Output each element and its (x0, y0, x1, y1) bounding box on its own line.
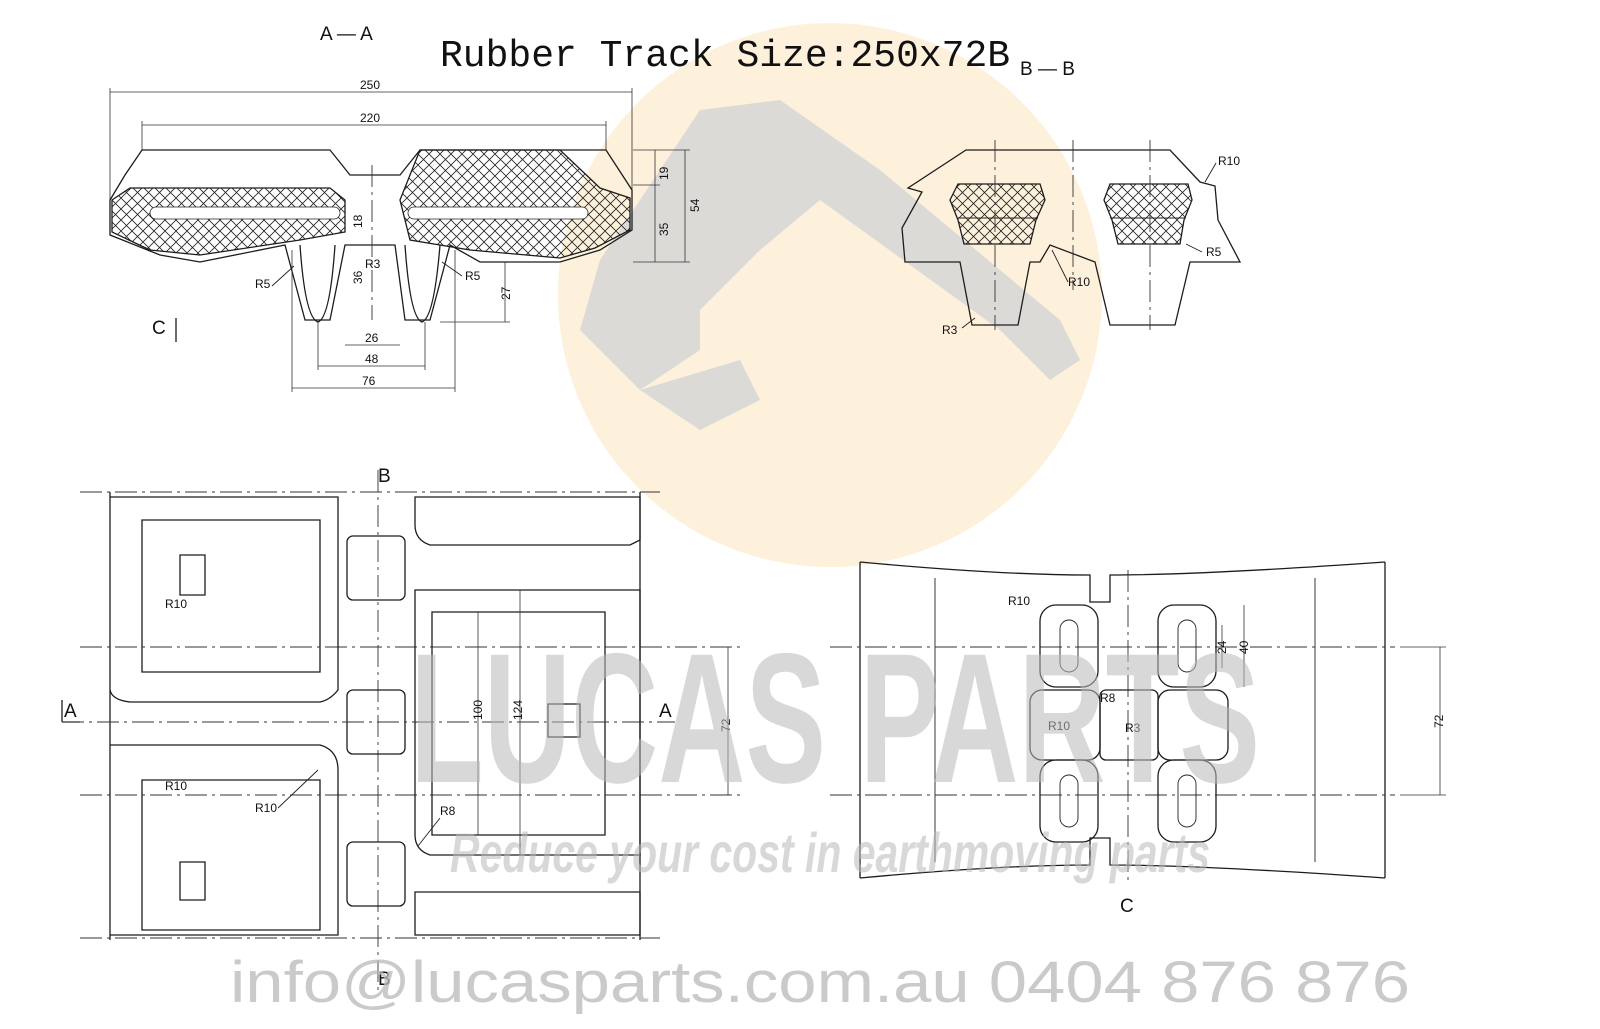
section-aa-label: A — A (320, 24, 373, 45)
plan-dim-72: 72 (719, 718, 733, 732)
dim-250: 250 (360, 78, 380, 92)
tread-r8: R8 (1100, 691, 1116, 705)
plan-a-right: A (659, 701, 672, 722)
drawing-title: Rubber Track Size:250x72B (440, 35, 1010, 78)
dim-76: 76 (362, 374, 376, 388)
tread-dim-24: 24 (1215, 640, 1229, 654)
section-aa-view: 250 220 19 35 54 18 36 27 (109, 78, 702, 392)
logo-watermark (558, 23, 1102, 567)
dim-26: 26 (365, 331, 379, 345)
plan-r10-c: R10 (255, 801, 277, 815)
tread-r10-b: R10 (1048, 719, 1070, 733)
dim-36: 36 (351, 270, 365, 284)
tread-dim-40: 40 (1237, 640, 1251, 654)
section-bb-label: B — B (1020, 59, 1075, 80)
plan-b-bottom: B (378, 969, 391, 990)
dim-35: 35 (657, 222, 671, 236)
plan-b-top: B (378, 466, 391, 487)
r5-right: R5 (465, 269, 481, 283)
plan-a-left: A (64, 701, 77, 722)
plan-dim-124: 124 (511, 700, 525, 720)
view-c-marker: C (152, 318, 166, 339)
tread-view-c: 24 40 72 R10 R10 R8 R3 C (830, 561, 1446, 917)
dim-54: 54 (688, 198, 702, 212)
plan-r10-b: R10 (165, 779, 187, 793)
dim-48: 48 (365, 352, 379, 366)
bb-r10-top: R10 (1218, 154, 1240, 168)
watermark-tagline: Reduce your cost in earthmoving parts (450, 821, 1210, 884)
watermark-brand: LUCAS PARTS (410, 616, 1260, 822)
tread-r3: R3 (1125, 721, 1141, 735)
bb-r5: R5 (1206, 245, 1222, 259)
dim-220: 220 (360, 111, 380, 125)
bb-r10-mid: R10 (1068, 275, 1090, 289)
dim-27: 27 (499, 286, 513, 300)
r3-label: R3 (365, 257, 381, 271)
plan-view: 100 124 72 R10 R10 R10 R8 A A B B (61, 466, 740, 990)
dim-18: 18 (351, 214, 365, 228)
r5-left: R5 (255, 277, 271, 291)
dim-19: 19 (657, 166, 671, 180)
section-bb-view: R10 R5 R10 R3 (901, 140, 1242, 337)
plan-r8: R8 (440, 804, 456, 818)
tread-r10-a: R10 (1008, 594, 1030, 608)
plan-dim-100: 100 (471, 700, 485, 720)
watermark-contact: info@lucasparts.com.au 0404 876 876 (230, 950, 1410, 1015)
bb-r3: R3 (942, 323, 958, 337)
plan-r10-a: R10 (165, 597, 187, 611)
tread-view-label: C (1120, 896, 1134, 917)
tread-dim-72: 72 (1432, 714, 1446, 728)
